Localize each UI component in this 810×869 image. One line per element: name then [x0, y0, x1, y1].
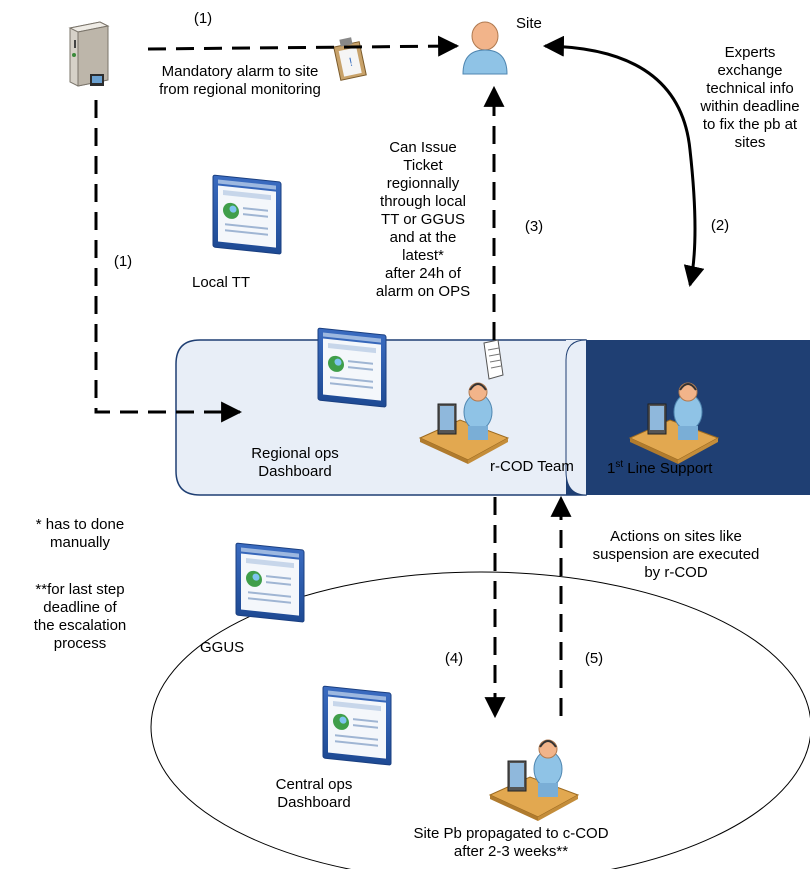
propagated-line-2: after 2-3 weeks** [453, 843, 569, 860]
local-tt-label: Local TT [192, 274, 251, 291]
issue-line-9: alarm on OPS [375, 283, 471, 300]
central-area-ellipse [150, 571, 810, 869]
issue-line-1: Can Issue [389, 139, 457, 156]
note-1-line-2: manually [49, 534, 111, 551]
regional-dashboard-screen-icon [316, 326, 388, 409]
step-5-label: (5) [584, 650, 604, 667]
experts-line-5: to fix the pb at [702, 116, 798, 133]
step-4-label: (4) [444, 650, 464, 667]
mandatory-alarm-line-1: Mandatory alarm to site [161, 63, 319, 80]
rcod-team-label: r-COD Team [490, 458, 574, 475]
note-2-line-1: **for last step [35, 581, 125, 598]
issue-line-7: latest* [402, 247, 444, 264]
note-2: **for last step deadline of the escalati… [20, 581, 140, 653]
note-2-line-4: process [53, 635, 107, 652]
regional-ops-box [175, 339, 587, 496]
experts-line-2: exchange [717, 62, 783, 79]
site-label: Site [516, 15, 542, 32]
actions-line-2: suspension are executed [592, 546, 760, 563]
first-line-support-label: 1st Line Support [607, 460, 712, 478]
actions-line-1: Actions on sites like [610, 528, 742, 545]
issue-line-2: Ticket [403, 157, 443, 174]
ggus-screen-icon [234, 541, 306, 624]
mandatory-alarm-line-2: from regional monitoring [159, 81, 321, 98]
issue-line-8: after 24h of [385, 265, 461, 282]
regional-line-2: Dashboard [258, 463, 332, 480]
step-3-label: (3) [524, 218, 544, 235]
first-line-sup: st [615, 459, 624, 470]
ccod-operator-icon [489, 739, 579, 822]
first-line-suffix: Line Support [623, 460, 713, 477]
experts-line-1: Experts [724, 44, 776, 61]
issue-ticket-label: Can Issue Ticket regionnally through loc… [358, 139, 488, 301]
arrow-server-to-regional [94, 100, 243, 423]
central-line-2: Dashboard [277, 794, 351, 811]
arrow-site-to-support [542, 35, 705, 288]
svg-text:!: ! [348, 55, 354, 69]
experts-line-3: technical info [706, 80, 794, 97]
issue-line-6: and at the [389, 229, 457, 246]
central-line-1: Central ops [275, 776, 353, 793]
note-1: * has to done manually [20, 516, 140, 552]
arrow-alarm-to-site [147, 35, 460, 57]
site-person-icon [462, 21, 508, 75]
central-dashboard-label: Central ops Dashboard [254, 776, 374, 812]
experts-line-6: sites [734, 134, 766, 151]
central-dashboard-screen-icon [321, 684, 393, 767]
local-tt-screen-icon [211, 173, 283, 256]
propagated-line-1: Site Pb propagated to c-COD [413, 825, 609, 842]
note-2-line-2: deadline of [43, 599, 117, 616]
actions-line-3: by r-COD [644, 564, 708, 581]
mandatory-alarm-label: Mandatory alarm to site from regional mo… [130, 63, 350, 99]
propagated-label: Site Pb propagated to c-COD after 2-3 we… [396, 825, 626, 861]
experts-label: Experts exchange technical info within d… [688, 44, 810, 152]
issue-line-5: TT or GGUS [381, 211, 465, 228]
note-1-line-1: * has to done [35, 516, 125, 533]
regional-line-1: Regional ops [251, 445, 339, 462]
clipboard-icon: ! [333, 37, 367, 81]
actions-label: Actions on sites like suspension are exe… [576, 528, 776, 582]
issue-line-4: through local [380, 193, 466, 210]
first-line-prefix: 1 [607, 460, 616, 477]
step-1-left-label: (1) [113, 253, 133, 270]
issue-line-3: regionnally [386, 175, 460, 192]
step-1-top-label: (1) [193, 10, 213, 27]
regional-dashboard-label: Regional ops Dashboard [235, 445, 355, 481]
ticket-document-icon [483, 339, 504, 380]
step-2-label: (2) [710, 217, 730, 234]
note-2-line-3: the escalation [33, 617, 127, 634]
server-icon [68, 21, 110, 87]
experts-line-4: within deadline [700, 98, 800, 115]
ggus-label: GGUS [200, 639, 245, 656]
